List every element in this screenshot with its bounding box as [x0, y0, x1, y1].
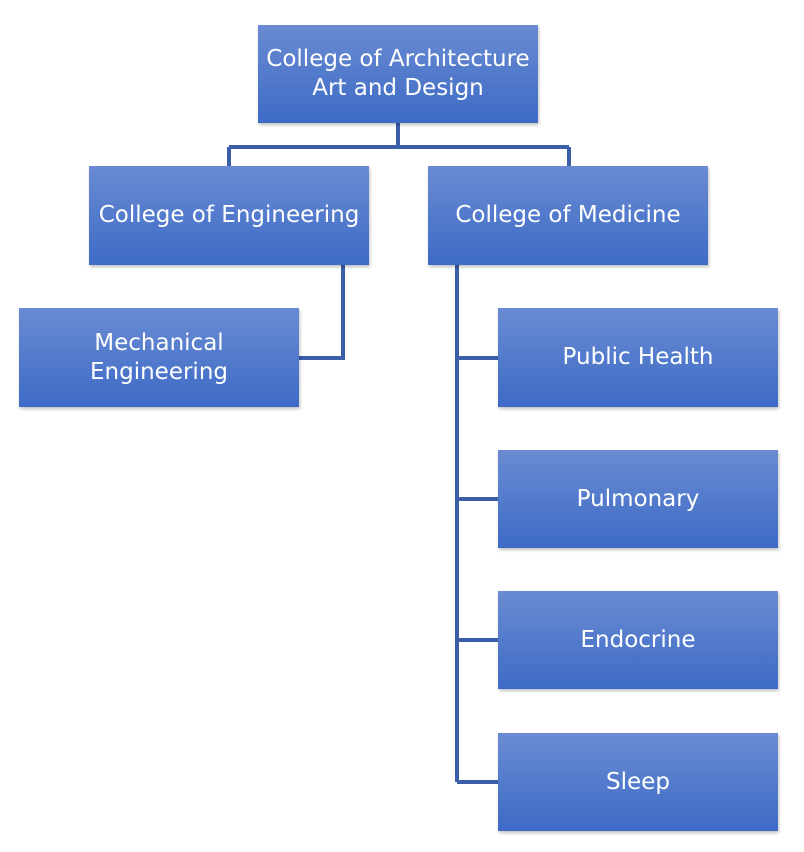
node-mechanical-engineering[interactable]: Mechanical Engineering	[19, 308, 299, 407]
connector-medicine	[455, 265, 498, 784]
node-endocrine[interactable]: Endocrine	[498, 591, 778, 689]
connector-engineering	[299, 265, 345, 360]
node-public-health[interactable]: Public Health	[498, 308, 778, 407]
node-engineering[interactable]: College of Engineering	[89, 166, 369, 265]
node-medicine[interactable]: College of Medicine	[428, 166, 708, 265]
connector-root	[227, 123, 571, 166]
node-root[interactable]: College of Architecture Art and Design	[258, 25, 538, 123]
node-pulmonary[interactable]: Pulmonary	[498, 450, 778, 548]
node-sleep[interactable]: Sleep	[498, 733, 778, 831]
